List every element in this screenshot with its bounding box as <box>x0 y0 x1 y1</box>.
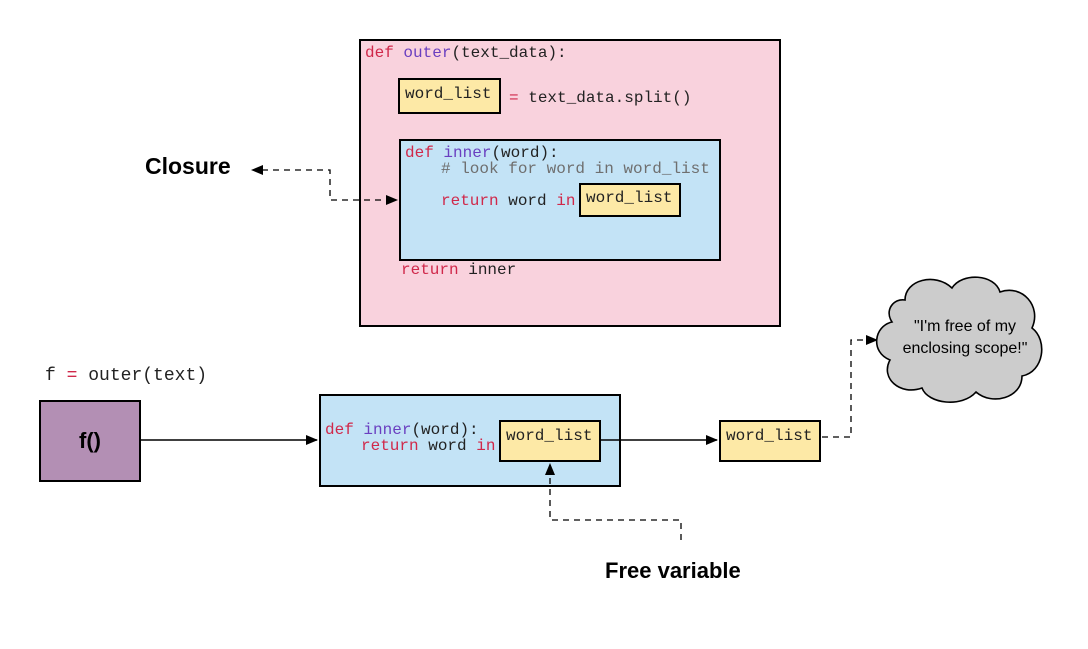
word-list-label: word_list <box>506 427 593 445</box>
def-keyword: def <box>325 421 354 439</box>
def-keyword: def <box>365 44 394 62</box>
word-list-label: word_list <box>586 189 673 207</box>
inner-comment: # look for word in word_list <box>441 160 710 178</box>
free-variable-box: word_list <box>499 420 601 462</box>
free-variable-pointer <box>545 463 682 540</box>
inner-word-list-box: word_list <box>579 183 681 217</box>
cloud-text: "I'm free of my enclosing scope!" <box>886 316 1044 360</box>
inner-params: (word): <box>491 144 559 162</box>
word-list-label: word_list <box>405 85 492 103</box>
return-keyword: return <box>401 261 459 279</box>
word-list-variable-box: word_list <box>398 78 501 114</box>
free-variable-label: Free variable <box>605 558 741 583</box>
assignment-line: = text_data.split() <box>509 89 691 107</box>
word-list-label: word_list <box>726 427 813 445</box>
def-keyword: def <box>405 144 434 162</box>
call-operator: = <box>66 366 78 386</box>
call-variable: f <box>45 366 56 386</box>
f-call-box: f() <box>39 400 141 482</box>
cloud-bubble <box>875 276 1043 403</box>
in-keyword: in <box>476 437 496 455</box>
return-value: inner <box>468 261 517 279</box>
assign-operator: = <box>509 89 519 107</box>
closure-connector <box>251 165 398 205</box>
assign-rhs: text_data.split() <box>528 89 692 107</box>
returned-inner-return-line: return word in <box>361 437 495 455</box>
outer-def-line: def outer(text_data): <box>365 44 567 62</box>
standalone-word-list-box: word_list <box>719 420 821 462</box>
inner-params: (word): <box>411 421 479 439</box>
cloud-text-line1: "I'm free of my <box>913 318 1017 335</box>
return-expr: word <box>508 192 547 210</box>
inner-def-line: def inner(word): <box>405 144 559 162</box>
f-call-label: f() <box>79 428 101 453</box>
closure-label: Closure <box>145 153 231 179</box>
inner-function-name: inner <box>363 421 412 439</box>
inner-return-line: return word in <box>441 192 575 210</box>
outer-return-line: return inner <box>401 261 516 279</box>
call-line: f = outer(text) <box>45 366 207 386</box>
call-expression: outer(text) <box>88 366 208 386</box>
cloud-connector <box>822 335 878 438</box>
return-expr: word <box>428 437 467 455</box>
inner-function-name: inner <box>443 144 492 162</box>
return-keyword: return <box>361 437 419 455</box>
returned-inner-def-line: def inner(word): <box>325 421 479 439</box>
outer-function-name: outer <box>403 44 452 62</box>
cloud-text-line2: enclosing scope!" <box>902 340 1028 357</box>
return-keyword: return <box>441 192 499 210</box>
outer-params: (text_data): <box>451 44 567 62</box>
in-keyword: in <box>556 192 576 210</box>
